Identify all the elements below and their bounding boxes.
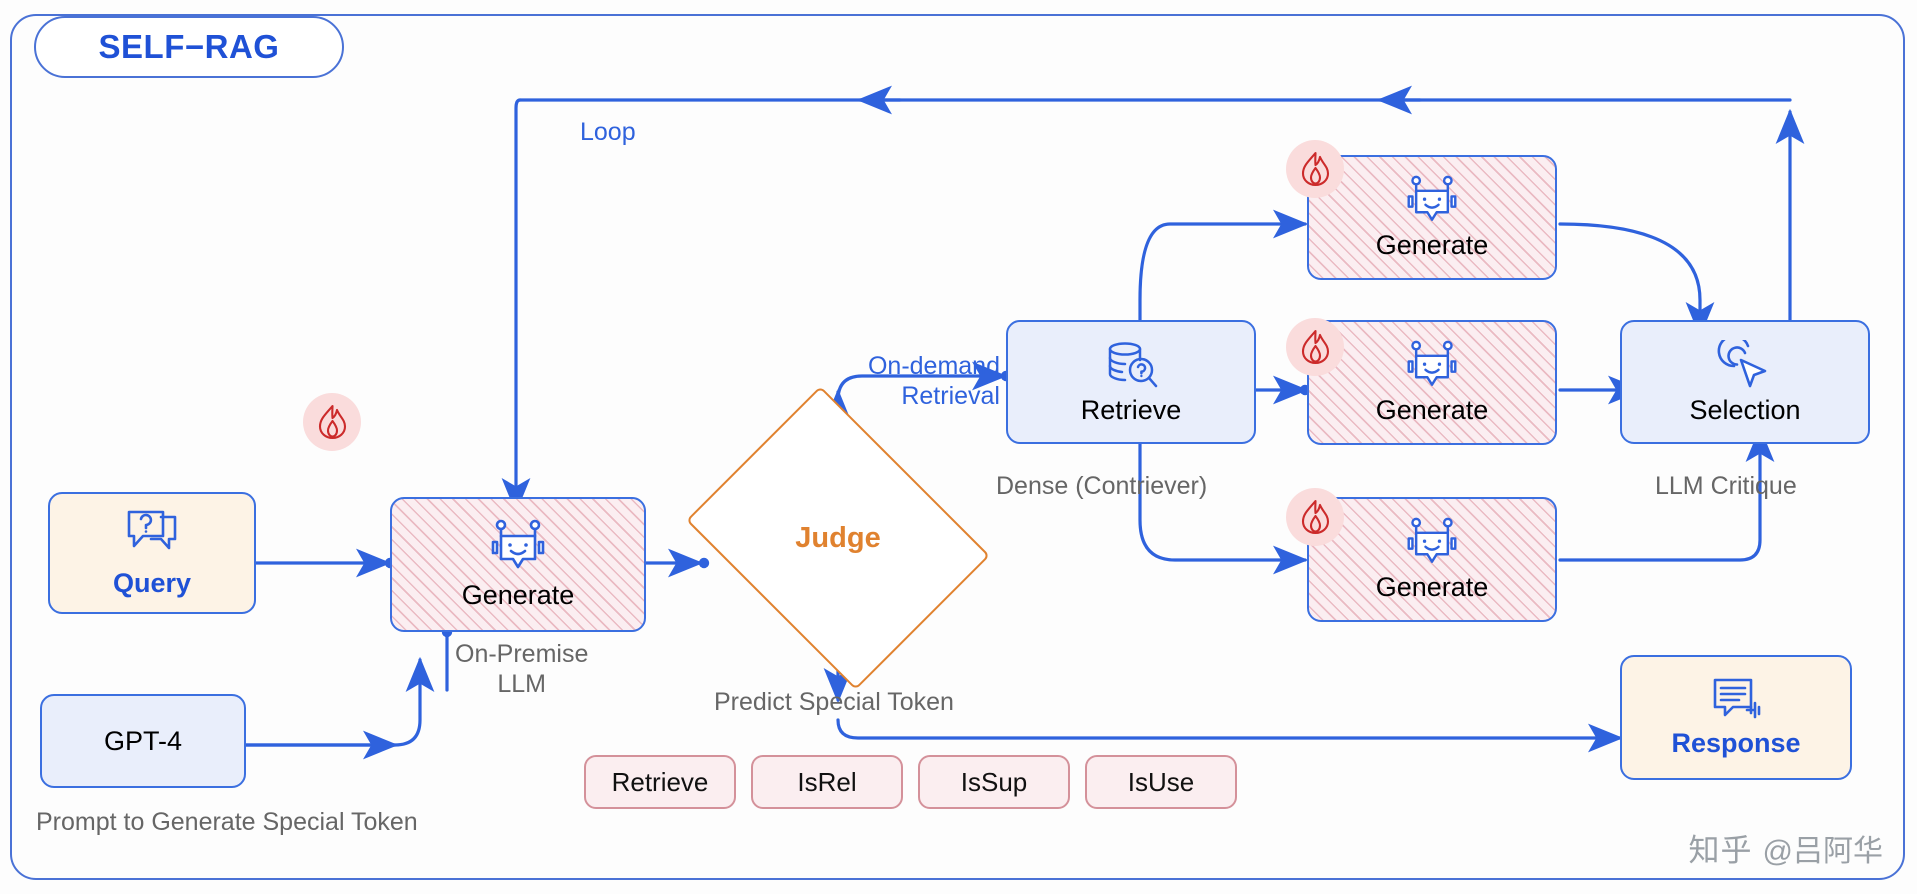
caption-prompt-to-generate: Prompt to Generate Special Token bbox=[36, 808, 418, 836]
question-speech-bubble-icon bbox=[123, 509, 181, 561]
fire-icon-generate-main bbox=[303, 393, 361, 451]
token-pill-isuse[interactable]: IsUse bbox=[1085, 755, 1237, 809]
node-gpt4-label: GPT-4 bbox=[103, 725, 183, 756]
node-generate-bot-label: Generate bbox=[1375, 572, 1489, 603]
caption-llm-critique: LLM Critique bbox=[1655, 472, 1797, 500]
token-pill-issup[interactable]: IsSup bbox=[918, 755, 1070, 809]
edge-label-on-demand-retrieval: On-demand Retrieval bbox=[867, 352, 1000, 410]
document-lines-icon bbox=[1707, 677, 1765, 727]
node-gpt4[interactable]: GPT-4 bbox=[40, 694, 246, 788]
node-selection-label: Selection bbox=[1689, 394, 1801, 425]
node-retrieve-label: Retrieve bbox=[1080, 394, 1182, 425]
token-pill-label: IsUse bbox=[1127, 766, 1195, 797]
token-pill-label: IsSup bbox=[960, 766, 1028, 797]
database-search-icon bbox=[1103, 340, 1159, 392]
watermark: 知乎 @吕阿华 bbox=[1689, 825, 1883, 870]
token-pill-isrel[interactable]: IsRel bbox=[751, 755, 903, 809]
robot-icon bbox=[1403, 517, 1461, 571]
caption-on-premise-llm: On-Premise LLM bbox=[455, 640, 589, 698]
watermark-logo: 知乎 bbox=[1688, 833, 1753, 868]
node-generate-mid-label: Generate bbox=[1375, 395, 1489, 426]
page-title: SELF−RAG bbox=[98, 28, 280, 65]
node-generate-mid[interactable]: Generate bbox=[1307, 320, 1557, 445]
robot-icon bbox=[487, 519, 549, 577]
node-judge-label: Judge bbox=[795, 521, 881, 554]
node-judge[interactable]: Judge bbox=[685, 385, 991, 691]
token-pill-label: IsRel bbox=[797, 766, 857, 797]
node-retrieve[interactable]: Retrieve bbox=[1006, 320, 1256, 444]
node-generate-main-label: Generate bbox=[461, 580, 575, 611]
node-query-label: Query bbox=[112, 567, 192, 598]
robot-icon bbox=[1403, 340, 1461, 394]
cursor-click-icon bbox=[1717, 339, 1773, 392]
diagram-outer-frame bbox=[10, 14, 1905, 880]
token-pill-retrieve[interactable]: Retrieve bbox=[584, 755, 736, 809]
caption-predict-special-token: Predict Special Token bbox=[714, 688, 954, 716]
robot-icon bbox=[1403, 175, 1461, 229]
caption-dense-contriever: Dense (Contriever) bbox=[996, 472, 1208, 500]
edge-label-loop: Loop bbox=[580, 118, 636, 146]
token-pill-label: Retrieve bbox=[611, 766, 709, 797]
node-selection[interactable]: Selection bbox=[1620, 320, 1870, 444]
node-generate-bot[interactable]: Generate bbox=[1307, 497, 1557, 622]
fire-icon-generate-mid bbox=[1286, 318, 1344, 376]
node-generate-top[interactable]: Generate bbox=[1307, 155, 1557, 280]
fire-icon-generate-top bbox=[1286, 140, 1344, 198]
node-response-label: Response bbox=[1671, 728, 1801, 759]
node-query[interactable]: Query bbox=[48, 492, 256, 614]
node-generate-top-label: Generate bbox=[1375, 230, 1489, 261]
node-generate-main[interactable]: Generate bbox=[390, 497, 646, 632]
fire-icon-generate-bot bbox=[1286, 488, 1344, 546]
node-response[interactable]: Response bbox=[1620, 655, 1852, 780]
watermark-handle: @吕阿华 bbox=[1762, 834, 1883, 868]
diagram-title-badge: SELF−RAG bbox=[34, 16, 344, 78]
